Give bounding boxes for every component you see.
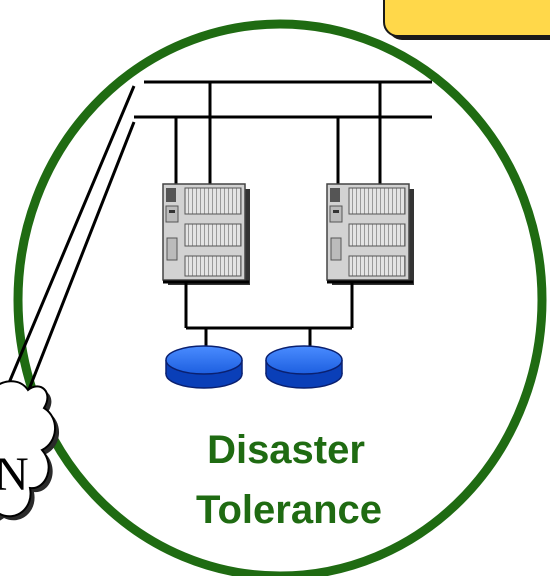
network-bus — [4, 80, 432, 393]
label-line-2: Tolerance — [196, 488, 382, 532]
storage-interconnect — [184, 283, 354, 350]
callout-box — [383, 0, 550, 40]
label-line-1: Disaster — [207, 428, 365, 472]
cloud-label: N — [0, 448, 29, 501]
callout-fill — [383, 0, 550, 37]
cloud-icon: N — [0, 380, 59, 521]
wan-link-b — [26, 121, 136, 393]
server-icon — [162, 183, 250, 285]
disk-icon — [265, 345, 343, 389]
wan-link-a — [4, 85, 136, 391]
disk-icon — [165, 345, 243, 389]
server-icon — [326, 183, 414, 285]
